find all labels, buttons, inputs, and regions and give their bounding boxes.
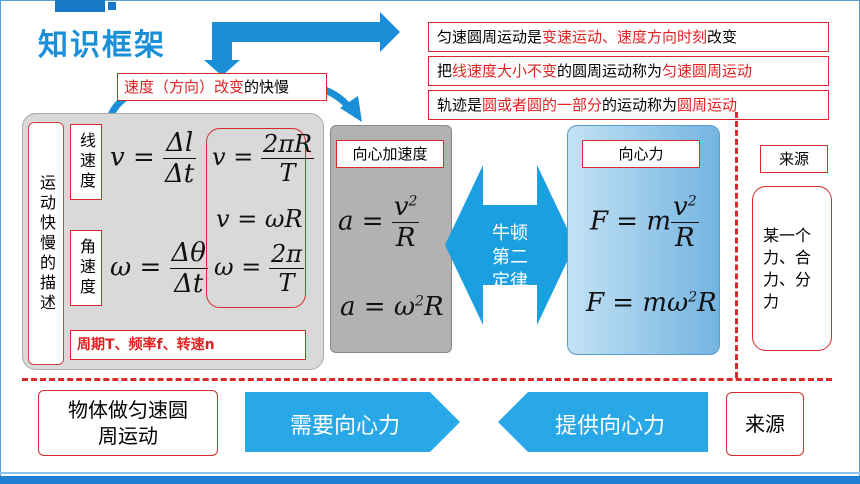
object-motion-text: 物体做匀速圆周运动 <box>68 398 188 448</box>
statement-2-text: 把线速度大小不变的圆周运动称为匀速圆周运动 <box>437 62 752 80</box>
statement-1: 匀速圆周运动是变速运动、速度方向时刻改变 <box>428 22 829 52</box>
source-text: 某一个力、合力、分力 <box>763 225 812 311</box>
formula-v-wR: v = ωR <box>216 205 303 233</box>
angular-speed-box: 角速度 <box>70 230 102 306</box>
curve-arrowhead-icon <box>340 96 362 122</box>
page-title: 知识框架 <box>38 28 166 63</box>
statement-1-text: 匀速圆周运动是变速运动、速度方向时刻改变 <box>437 28 737 46</box>
centripetal-force-label: 向心力 <box>618 145 664 163</box>
period-line-text: 周期T、频率f、转速n <box>77 337 215 353</box>
centripetal-force-label-box: 向心力 <box>582 140 700 168</box>
top-arrow-icon <box>204 12 400 76</box>
newton-law-text: 牛顿第二定律 <box>492 223 528 292</box>
top-decoration-dot <box>108 2 116 10</box>
statement-3-part: 圆周运动 <box>677 96 738 114</box>
bottom-line <box>0 472 860 474</box>
angular-speed-text: 角速度 <box>77 238 96 298</box>
top-decoration <box>55 0 105 12</box>
linear-speed-text: 线速度 <box>77 132 96 192</box>
speed-change-red: 速度（方向）改变 <box>124 78 245 96</box>
source-text-box: 某一个力、合力、分力 <box>752 186 832 351</box>
statement-2-part: 把 <box>437 62 453 80</box>
statement-2-part: 匀速圆周运动 <box>662 62 753 80</box>
statement-2-part: 的圆周运动称为 <box>557 62 663 80</box>
centripetal-accel-label-box: 向心加速度 <box>336 140 444 168</box>
newton-double-arrow-icon <box>445 165 575 325</box>
statement-3-part: 轨迹是 <box>437 96 483 114</box>
speed-change-black: 的快慢 <box>244 78 290 96</box>
statement-3-text: 轨迹是圆或者圆的一部分的运动称为圆周运动 <box>437 96 737 114</box>
linear-speed-box: 线速度 <box>70 124 102 200</box>
source-label: 来源 <box>778 150 809 168</box>
statement-1-part: 变速运动、速度方向时刻 <box>542 28 708 46</box>
motion-desc-box: 运动快慢的描述 <box>28 122 64 365</box>
formula-a-w2R: a = ω2R <box>340 292 444 322</box>
motion-desc-text: 运动快慢的描述 <box>37 173 56 314</box>
formula-group-box <box>206 128 306 308</box>
statement-3-part: 的运动称为 <box>602 96 678 114</box>
statement-3-part: 圆或者圆的一部分 <box>482 96 603 114</box>
speed-change-label: 速度（方向）改变的快慢 <box>117 73 327 101</box>
formula-F-mw2R: F = mω2R <box>586 288 717 318</box>
need-text: 需要向心力 <box>289 414 400 439</box>
bottom-source-box: 来源 <box>726 392 804 456</box>
statement-3: 轨迹是圆或者圆的一部分的运动称为圆周运动 <box>428 90 829 120</box>
provide-arrow-icon <box>498 392 708 452</box>
source-label-box: 来源 <box>760 145 828 173</box>
centripetal-accel-label: 向心加速度 <box>352 145 428 163</box>
need-arrow-icon <box>245 392 460 452</box>
divider-vertical <box>735 112 738 378</box>
statement-1-part: 改变 <box>707 28 738 46</box>
statement-1-part: 匀速圆周运动是 <box>437 28 543 46</box>
bottom-bar <box>0 476 860 484</box>
provide-text: 提供向心力 <box>554 414 665 439</box>
period-line-box: 周期T、频率f、转速n <box>70 330 306 360</box>
bottom-source-text: 来源 <box>745 412 785 436</box>
object-motion-box: 物体做匀速圆周运动 <box>38 390 218 456</box>
statement-2-part: 线速度大小不变 <box>452 62 558 80</box>
statement-2: 把线速度大小不变的圆周运动称为匀速圆周运动 <box>428 56 829 86</box>
divider-horizontal <box>22 378 832 381</box>
